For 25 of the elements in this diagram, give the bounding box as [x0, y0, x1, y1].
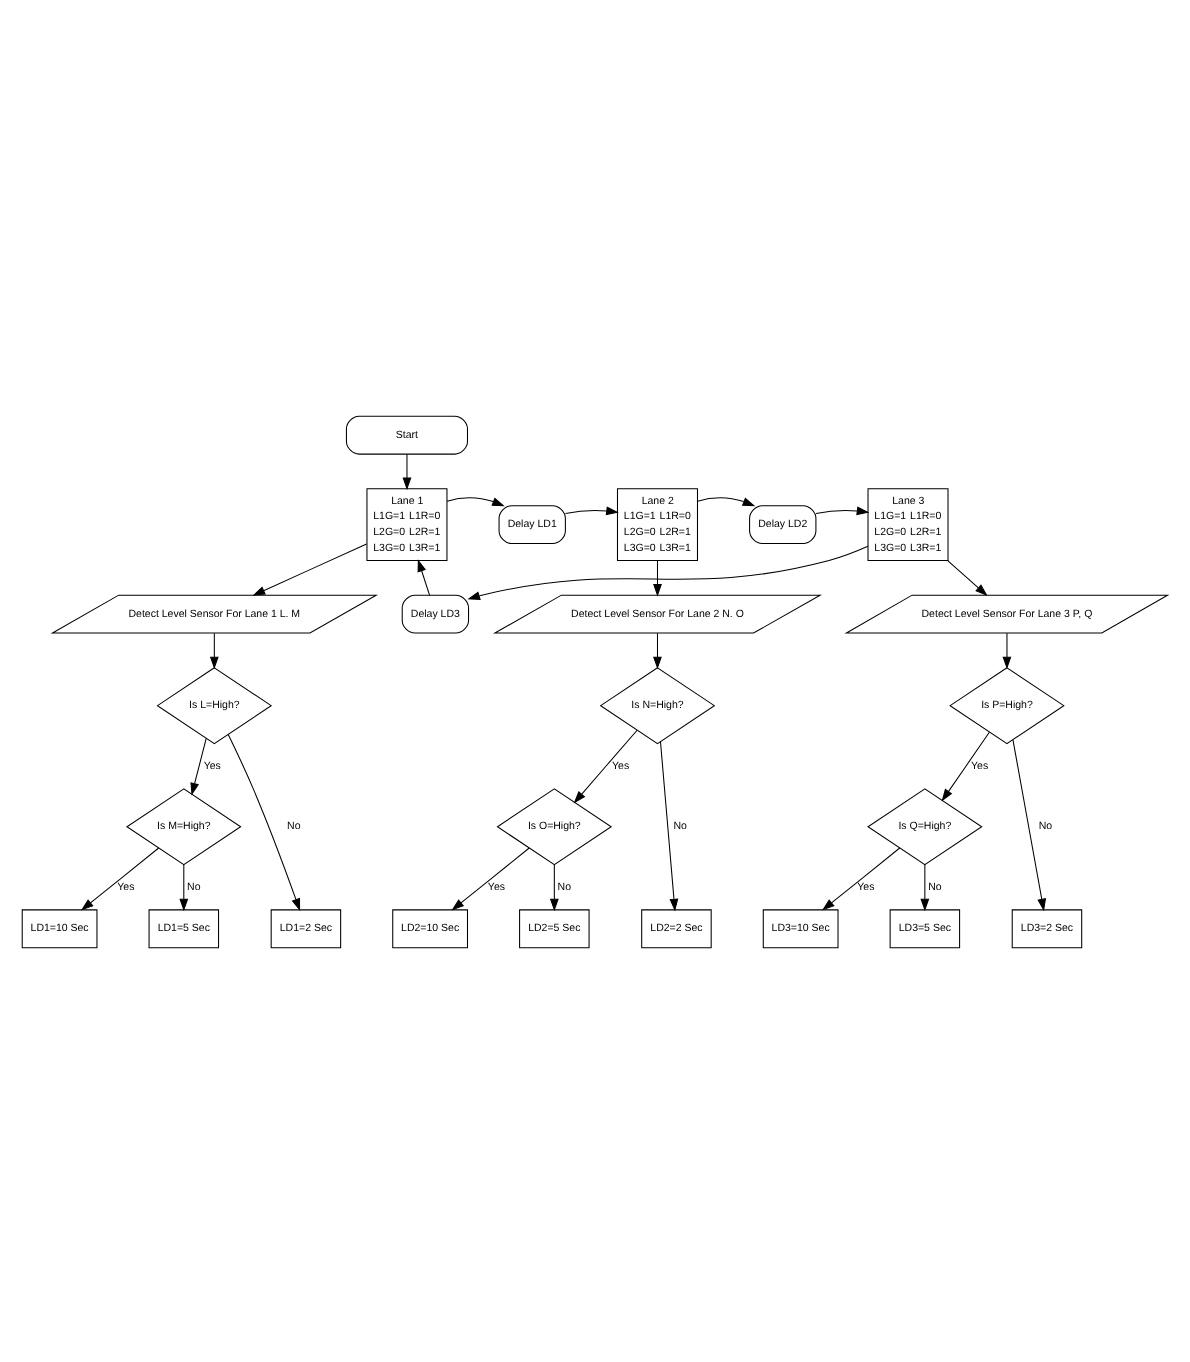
- arrow: [227, 733, 301, 911]
- arrow: [1012, 738, 1047, 911]
- arrow: [653, 559, 662, 596]
- arrow: [653, 631, 662, 669]
- arrow: [252, 542, 368, 595]
- arrow: [179, 863, 189, 911]
- arrow: [417, 558, 431, 595]
- arrow: [209, 631, 219, 669]
- arrow: [549, 863, 559, 911]
- arrow: [467, 544, 869, 599]
- arrow: [80, 846, 160, 910]
- arrow: [697, 496, 756, 506]
- arrow: [564, 505, 619, 515]
- arrow: [446, 496, 505, 506]
- arrow: [451, 846, 530, 910]
- arrow: [815, 505, 870, 515]
- arrow: [190, 736, 207, 795]
- arrow: [941, 730, 990, 801]
- arrow: [920, 863, 930, 911]
- arrow: [659, 740, 679, 911]
- arrow: [573, 728, 638, 803]
- arrow: [1002, 631, 1012, 669]
- arrow: [946, 558, 988, 595]
- arrow: [822, 846, 901, 910]
- arrow: [402, 452, 412, 490]
